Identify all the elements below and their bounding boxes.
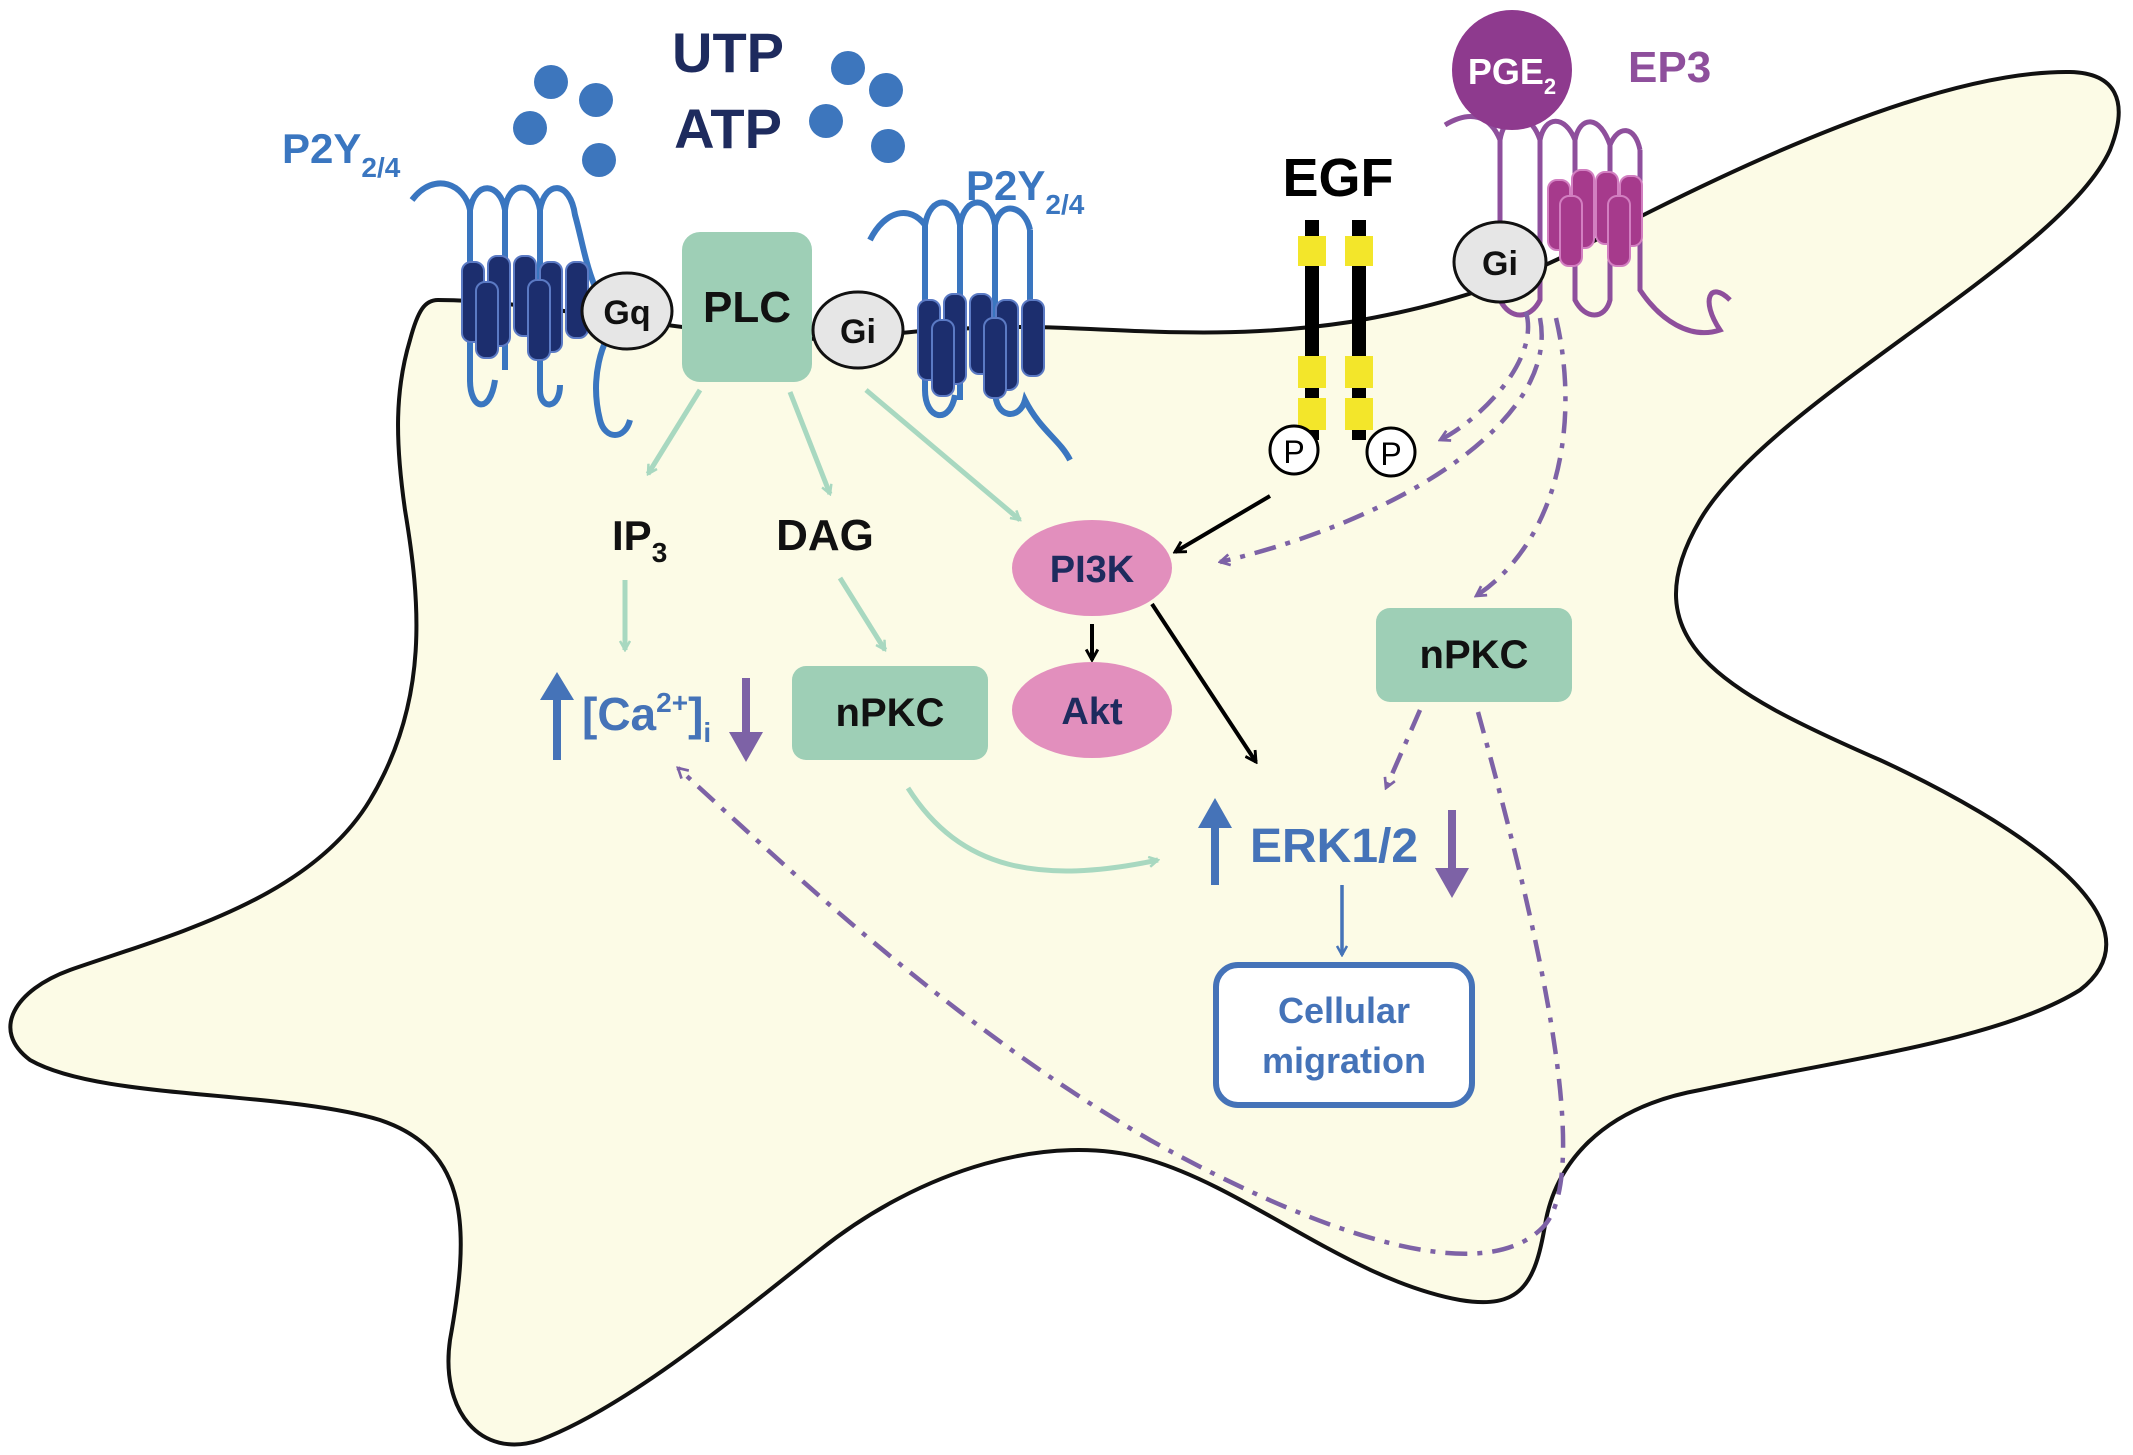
akt-oval [1012,662,1172,758]
egf-label: EGF [1282,148,1393,208]
p2y-receptor-left [409,180,633,438]
p2y-receptor-right [867,199,1073,462]
ep3-label: EP3 [1628,43,1711,92]
gi-left-label: Gi [840,313,876,351]
gq-protein [580,271,674,351]
pi3k-label: PI3K [1050,549,1135,591]
ca-down-arrow [729,678,763,762]
npkc-right-box [1376,608,1572,702]
purple-dashed-arrows [678,311,1568,1256]
ca-label: [Ca2+]i [582,687,711,748]
ip3-label: IP3 [612,512,667,568]
erk-down-arrow [1435,810,1469,898]
migration-line1: Cellular [1278,990,1410,1031]
pge2-circle [1452,10,1572,130]
egf-receptor [1298,220,1373,440]
plc-box [682,232,812,382]
atp-label: ATP [674,97,782,160]
erk-label: ERK1/2 [1250,820,1418,873]
phospho-right-label: P [1380,436,1401,472]
p2y-right-label: P2Y2/4 [966,162,1085,220]
green-arrows [625,388,1158,874]
akt-label: Akt [1061,691,1123,733]
gq-label: Gq [603,294,650,332]
migration-line2: migration [1262,1040,1426,1081]
ligand-dots [513,51,905,177]
npkc-left-box [792,666,988,760]
dag-label: DAG [776,511,874,560]
gi-right-label: Gi [1482,245,1518,283]
plc-label: PLC [703,283,791,332]
utp-label: UTP [672,21,784,84]
gi-protein-left [811,290,905,370]
npkc-left-label: nPKC [836,691,945,735]
phospho-left-circle [1268,424,1320,476]
migration-box [1213,962,1475,1108]
npkc-right-label: nPKC [1420,633,1529,677]
ca-up-arrow [540,672,574,760]
phospho-right-circle [1365,426,1417,478]
black-arrows [1092,494,1272,762]
cell-body [8,69,2121,1447]
pi3k-oval [1012,520,1172,616]
erk-up-arrow [1198,798,1232,885]
pge2-label: PGE2 [1468,51,1556,99]
p2y-left-label: P2Y2/4 [282,125,401,183]
phospho-left-label: P [1283,434,1304,470]
gi-protein-right [1452,220,1548,304]
